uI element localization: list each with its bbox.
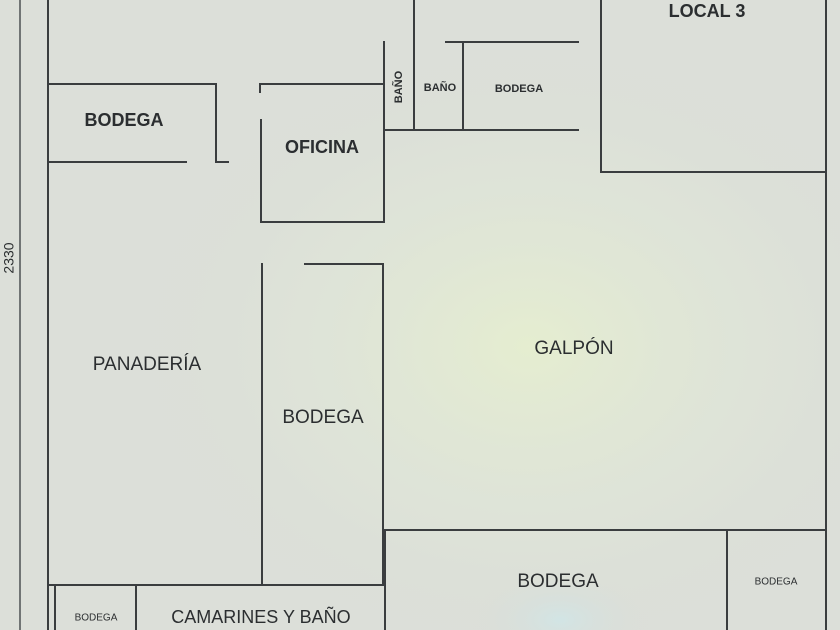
label-oficina: OFICINA — [285, 137, 359, 157]
outer-walls — [47, 0, 827, 630]
label-bano-vertical: BAÑO — [392, 70, 405, 103]
room-bodega-top-left — [47, 83, 229, 163]
label-bano-small: BAÑO — [424, 81, 457, 94]
room-bodega-bottom — [384, 529, 827, 630]
room-oficina — [259, 41, 385, 223]
room-camarines-block — [47, 584, 386, 630]
label-bodega-top-left: BODEGA — [84, 110, 163, 130]
label-bodega-bottom: BODEGA — [517, 571, 599, 592]
label-panaderia: PANADERÍA — [93, 354, 202, 375]
label-bodega-middle: BODEGA — [282, 407, 364, 428]
label-bodega-bottom-left: BODEGA — [75, 613, 118, 624]
dimension-label: 2330 — [1, 242, 17, 273]
label-galpon: GALPÓN — [534, 337, 613, 359]
room-bodega-middle — [261, 263, 384, 585]
label-bodega-top-small: BODEGA — [495, 83, 543, 95]
label-bodega-bottom-right: BODEGA — [755, 577, 798, 588]
room-local-3 — [600, 0, 827, 173]
label-camarines: CAMARINES Y BAÑO — [171, 606, 350, 627]
room-bano-bodega-block — [383, 41, 579, 131]
label-local-3: LOCAL 3 — [669, 1, 746, 21]
